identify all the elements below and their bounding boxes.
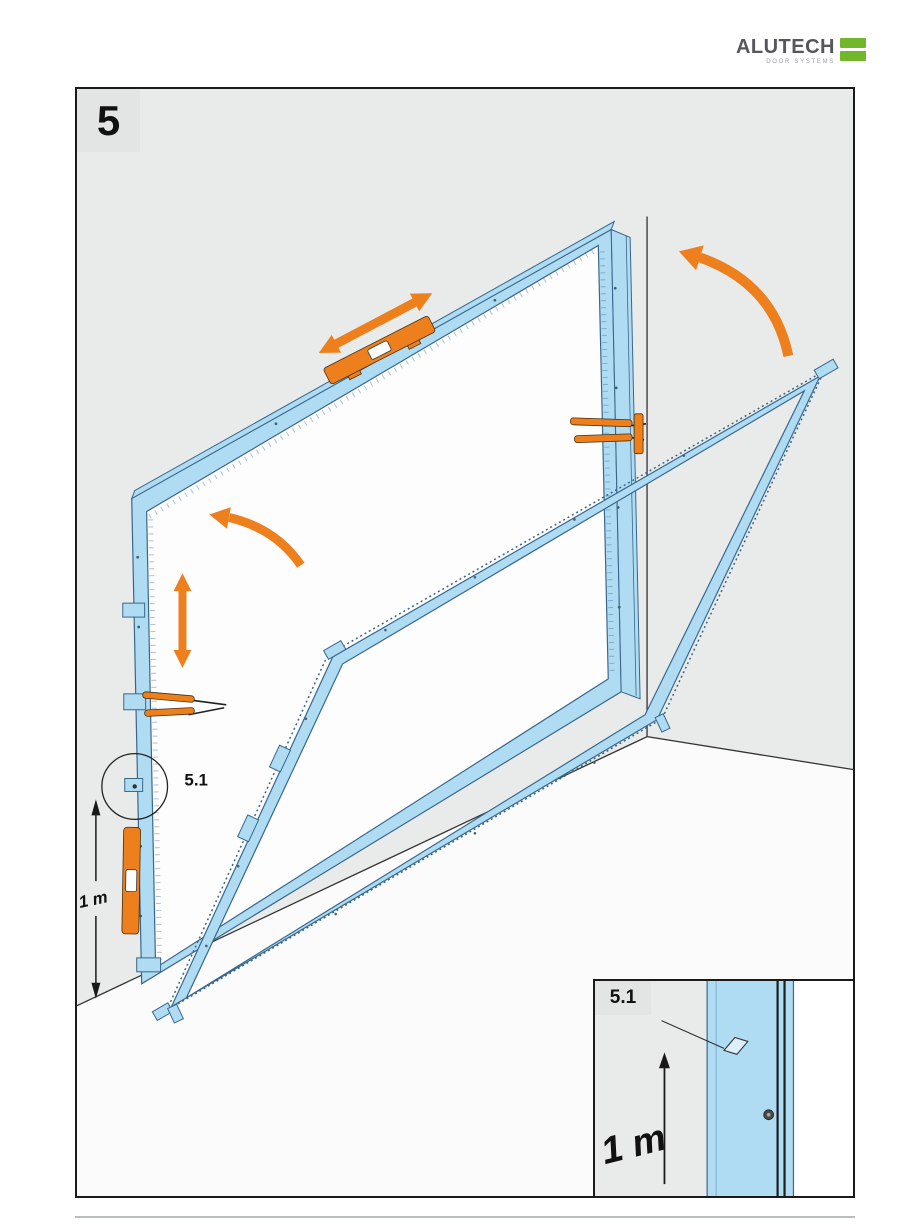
hinge-plate xyxy=(268,744,292,773)
horizontal-double-arrow xyxy=(318,293,433,354)
level-vial xyxy=(125,869,138,893)
callout-screw xyxy=(132,784,137,789)
corner-plate xyxy=(654,713,671,733)
step-number-badge: 5 xyxy=(77,89,140,152)
callout-label: 5.1 xyxy=(184,770,207,789)
step-illustration-panel: 5.1 1 m 5 xyxy=(75,87,855,1198)
logo-bar-icon xyxy=(840,38,866,48)
brand-logo-icon xyxy=(840,36,866,61)
detail-inset: 1 m 5.1 xyxy=(593,979,855,1198)
brand-text-block: ALUTECH DOOR SYSTEMS xyxy=(736,36,835,65)
inset-dimension-arrow xyxy=(659,1052,670,1185)
callout-circle xyxy=(101,752,169,821)
hinge-plate xyxy=(237,814,260,843)
detail-inset-diagram: 1 m xyxy=(595,981,853,1196)
level-vial xyxy=(367,340,392,360)
marking-plate xyxy=(723,1036,749,1055)
corner-plate xyxy=(813,358,839,380)
left-clamp xyxy=(142,691,227,717)
corner-plate xyxy=(166,1003,185,1024)
curved-arrow-left xyxy=(209,507,305,568)
frame-bracket xyxy=(136,957,162,973)
frame-profile-section xyxy=(706,981,795,1196)
brand-tagline: DOOR SYSTEMS xyxy=(766,59,835,65)
detail-inset-badge: 5.1 xyxy=(595,981,651,1015)
dimension-line xyxy=(91,799,101,999)
vertical-double-arrow xyxy=(173,573,192,668)
rivet-dots xyxy=(205,454,686,948)
screw-center xyxy=(766,1112,771,1117)
inset-opening xyxy=(793,981,853,1196)
leader-line xyxy=(661,1020,725,1049)
tilted-frame xyxy=(151,358,839,1024)
corner-plate xyxy=(322,639,347,660)
brand-logo: ALUTECH DOOR SYSTEMS xyxy=(736,36,866,65)
brand-name: ALUTECH xyxy=(735,36,835,58)
footer-rule xyxy=(75,1216,855,1218)
spirit-level-vertical xyxy=(121,826,141,935)
spirit-level-horizontal xyxy=(323,316,436,385)
curved-arrow-top-right xyxy=(678,245,794,358)
frame-bracket xyxy=(123,693,147,711)
logo-bar-icon xyxy=(840,51,866,61)
frame-bracket xyxy=(122,602,146,618)
right-clamp xyxy=(570,413,647,455)
